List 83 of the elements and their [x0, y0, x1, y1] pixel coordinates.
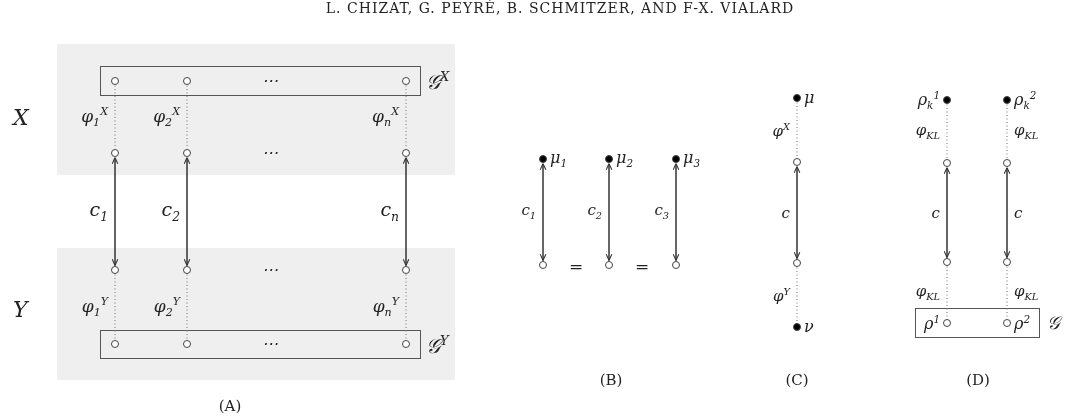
edge-label: φ$^{Y}$	[773, 286, 790, 304]
dotted-line	[946, 103, 948, 160]
hollow-circle	[1003, 319, 1011, 327]
edge-label: c$_{1}$	[521, 203, 536, 221]
double-arrow	[402, 156, 410, 267]
hollow-circle	[793, 259, 801, 267]
edge-label: φ$_{KL}$	[1014, 283, 1039, 302]
panel-caption: (D)	[966, 372, 990, 388]
equals-sign: =	[568, 257, 584, 275]
filled-dot	[539, 155, 547, 163]
hollow-circle	[402, 266, 410, 274]
point-label: ρ$^{2}$	[1014, 313, 1031, 333]
panel-caption: (B)	[599, 372, 623, 388]
group-label: 𝒢$^{X}$	[426, 70, 450, 92]
panel-caption: (A)	[218, 398, 242, 414]
hollow-circle	[111, 149, 119, 157]
hollow-circle	[605, 261, 613, 269]
filled-dot	[1003, 96, 1011, 104]
hollow-circle	[111, 266, 119, 274]
point-label: μ$_{2}$	[616, 149, 634, 169]
filled-dot	[943, 96, 951, 104]
hollow-circle	[183, 340, 191, 348]
double-arrow	[605, 162, 613, 262]
point-label: ν	[804, 319, 814, 335]
hollow-circle	[183, 77, 191, 85]
double-arrow	[1003, 166, 1011, 259]
group-label: 𝒢	[1047, 314, 1060, 332]
hollow-circle	[111, 340, 119, 348]
edge-label: c	[781, 205, 790, 220]
edge-label: c$_{n}$	[380, 199, 399, 224]
filled-dot	[605, 155, 613, 163]
hollow-circle	[402, 340, 410, 348]
double-arrow	[672, 162, 680, 262]
double-arrow	[793, 165, 801, 260]
point-label: ρ$^{1}$	[923, 313, 940, 333]
filled-dot	[793, 94, 801, 102]
point-label: μ$_{1}$	[550, 149, 568, 169]
edge-label: c	[1014, 205, 1023, 220]
group-label: 𝒢$^{Y}$	[426, 334, 449, 356]
edge-label: c$_{1}$	[89, 199, 108, 224]
double-arrow	[111, 156, 119, 267]
edge-label: c$_{2}$	[161, 199, 180, 224]
hollow-circle	[943, 319, 951, 327]
edge-label: φ$_{KL}$	[915, 122, 940, 141]
hollow-circle	[183, 266, 191, 274]
equals-sign: =	[634, 257, 650, 275]
dotted-line	[796, 266, 798, 324]
dotted-line	[1006, 265, 1008, 320]
hollow-circle	[1003, 159, 1011, 167]
hollow-circle	[793, 158, 801, 166]
ellipsis: ⋯	[262, 145, 278, 161]
set-label: X	[13, 107, 29, 129]
filled-dot	[793, 323, 801, 331]
edge-label: c	[931, 205, 940, 220]
dotted-line	[1006, 103, 1008, 160]
ellipsis: ⋯	[262, 336, 278, 352]
panel-caption: (C)	[785, 372, 809, 388]
double-arrow	[539, 162, 547, 262]
hollow-circle	[672, 261, 680, 269]
point-label: μ$_{3}$	[683, 149, 701, 169]
hollow-circle	[183, 149, 191, 157]
hollow-circle	[943, 159, 951, 167]
set-label: Y	[13, 299, 28, 321]
hollow-circle	[402, 149, 410, 157]
ellipsis: ⋯	[262, 262, 278, 278]
edge-label: φ$^{X}$	[772, 121, 790, 139]
filled-dot	[672, 155, 680, 163]
dotted-line	[796, 101, 798, 159]
dotted-line	[946, 265, 948, 320]
running-head: L. CHIZAT, G. PEYRÉ, B. SCHMITZER, AND F-X. VIALARD	[325, 1, 795, 15]
double-arrow	[183, 156, 191, 267]
edge-label: φ$_{KL}$	[915, 283, 940, 302]
ellipsis: ⋯	[262, 73, 278, 89]
hollow-circle	[111, 77, 119, 85]
edge-label: φ$_{KL}$	[1014, 122, 1039, 141]
hollow-circle	[1003, 258, 1011, 266]
edge-label: c$_{3}$	[654, 203, 669, 221]
edge-label: c$_{2}$	[587, 203, 602, 221]
hollow-circle	[539, 261, 547, 269]
hollow-circle	[402, 77, 410, 85]
double-arrow	[943, 166, 951, 259]
point-label: μ	[804, 90, 815, 106]
hollow-circle	[943, 258, 951, 266]
